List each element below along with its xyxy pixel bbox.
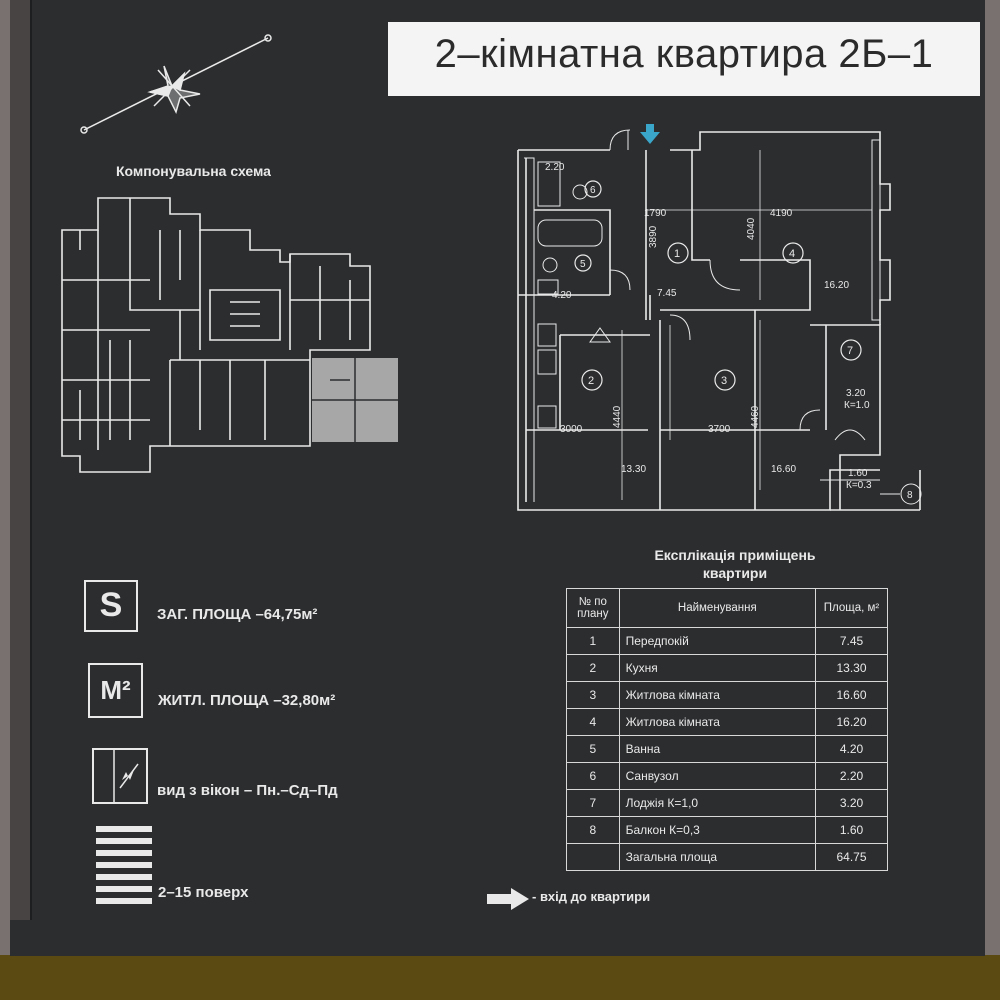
room-area-5: 4.20: [552, 290, 572, 301]
row-area: 2.20: [815, 762, 888, 790]
row-area: 13.30: [815, 654, 888, 682]
row-num: 2: [566, 654, 620, 682]
row-name: Передпокій: [618, 627, 817, 655]
dim-4440: 4440: [612, 405, 623, 428]
room-number-3: 3: [721, 375, 727, 387]
room-coef-7: К=1.0: [844, 400, 870, 411]
room-area-1: 7.45: [657, 288, 677, 299]
dim-3000: 3000: [560, 424, 583, 435]
explication-title-line1: Експлікація приміщень: [654, 547, 816, 563]
row-num: 5: [566, 735, 620, 763]
board-edge: [10, 0, 32, 920]
floors-icon: [96, 826, 152, 904]
row-area: 16.20: [815, 708, 888, 736]
window-view-icon: [92, 748, 148, 804]
table-header-row: № по плану Найменування Площа, м²: [566, 588, 888, 628]
row-area: 16.60: [815, 681, 888, 709]
room-area-2: 13.30: [621, 464, 646, 475]
row-num: 3: [566, 681, 620, 709]
row-name: Житлова кімната: [618, 681, 817, 709]
row-num: 8: [566, 816, 620, 844]
row-num: 7: [566, 789, 620, 817]
dim-3700: 3700: [708, 424, 731, 435]
explication-title: Експлікація приміщень квартири: [600, 546, 870, 582]
total-area-icon: S: [84, 580, 138, 632]
title-plate: 2–кімнатна квартира 2Б–1: [388, 22, 980, 96]
row-name: Загальна площа: [618, 843, 817, 871]
room-area-4: 16.20: [824, 280, 849, 291]
entry-arrow-icon: [487, 888, 529, 910]
room-area-6: 2.20: [545, 162, 565, 173]
total-area-text: ЗАГ. ПЛОЩА –64,75м²: [157, 606, 318, 623]
building-layout-scheme: [61, 197, 398, 473]
header-num: № по плану: [566, 588, 620, 628]
header-name: Найменування: [618, 588, 817, 628]
row-area: 1.60: [815, 816, 888, 844]
floor-background: [0, 955, 1000, 1000]
row-num: [566, 843, 620, 871]
living-area-icon: M²: [88, 663, 143, 718]
row-name: Балкон К=0,3: [618, 816, 817, 844]
row-num: 6: [566, 762, 620, 790]
room-number-5: 5: [580, 259, 586, 270]
room-number-2: 2: [588, 375, 594, 387]
row-name: Кухня: [618, 654, 817, 682]
compass-rose-icon: [80, 34, 272, 134]
dim-1790: 1790: [644, 208, 667, 219]
living-area-text: ЖИТЛ. ПЛОЩА –32,80м²: [158, 692, 336, 709]
header-area: Площа, м²: [815, 588, 888, 628]
row-num: 4: [566, 708, 620, 736]
row-name: Лоджія К=1,0: [618, 789, 817, 817]
explication-title-line2: квартири: [702, 565, 768, 581]
room-number-4: 4: [789, 248, 795, 260]
dim-4190: 4190: [770, 208, 793, 219]
room-number-7: 7: [847, 345, 853, 357]
entry-legend-text: - вхід до квартири: [532, 889, 651, 904]
dim-4040: 4040: [746, 217, 757, 240]
row-area: 3.20: [815, 789, 888, 817]
row-name: Житлова кімната: [618, 708, 817, 736]
room-number-8: 8: [907, 490, 913, 501]
row-area: 7.45: [815, 627, 888, 655]
dim-3890: 3890: [648, 225, 659, 248]
room-number-6: 6: [590, 185, 596, 196]
row-name: Санвузол: [618, 762, 817, 790]
room-number-1: 1: [674, 248, 680, 260]
apartment-floor-plan: 1 2 3 4 5 6 7 8 7.45 13.30 16.60 16.20 4…: [517, 124, 922, 511]
layout-scheme-label: Компонувальна схема: [116, 163, 271, 179]
room-coef-8: К=0.3: [846, 480, 872, 491]
room-area-8: 1.60: [848, 468, 868, 479]
window-compass-glyph: [113, 750, 139, 802]
row-area: 4.20: [815, 735, 888, 763]
row-area: 64.75: [815, 843, 888, 871]
dim-4460: 4460: [750, 405, 761, 428]
row-name: Ванна: [618, 735, 817, 763]
floors-text: 2–15 поверх: [158, 884, 249, 901]
row-num: 1: [566, 627, 620, 655]
room-area-7: 3.20: [846, 388, 866, 399]
page-title: 2–кімнатна квартира 2Б–1: [434, 32, 934, 76]
room-area-3: 16.60: [771, 464, 796, 475]
window-view-text: вид з вікон – Пн.–Сд–Пд: [157, 782, 338, 799]
